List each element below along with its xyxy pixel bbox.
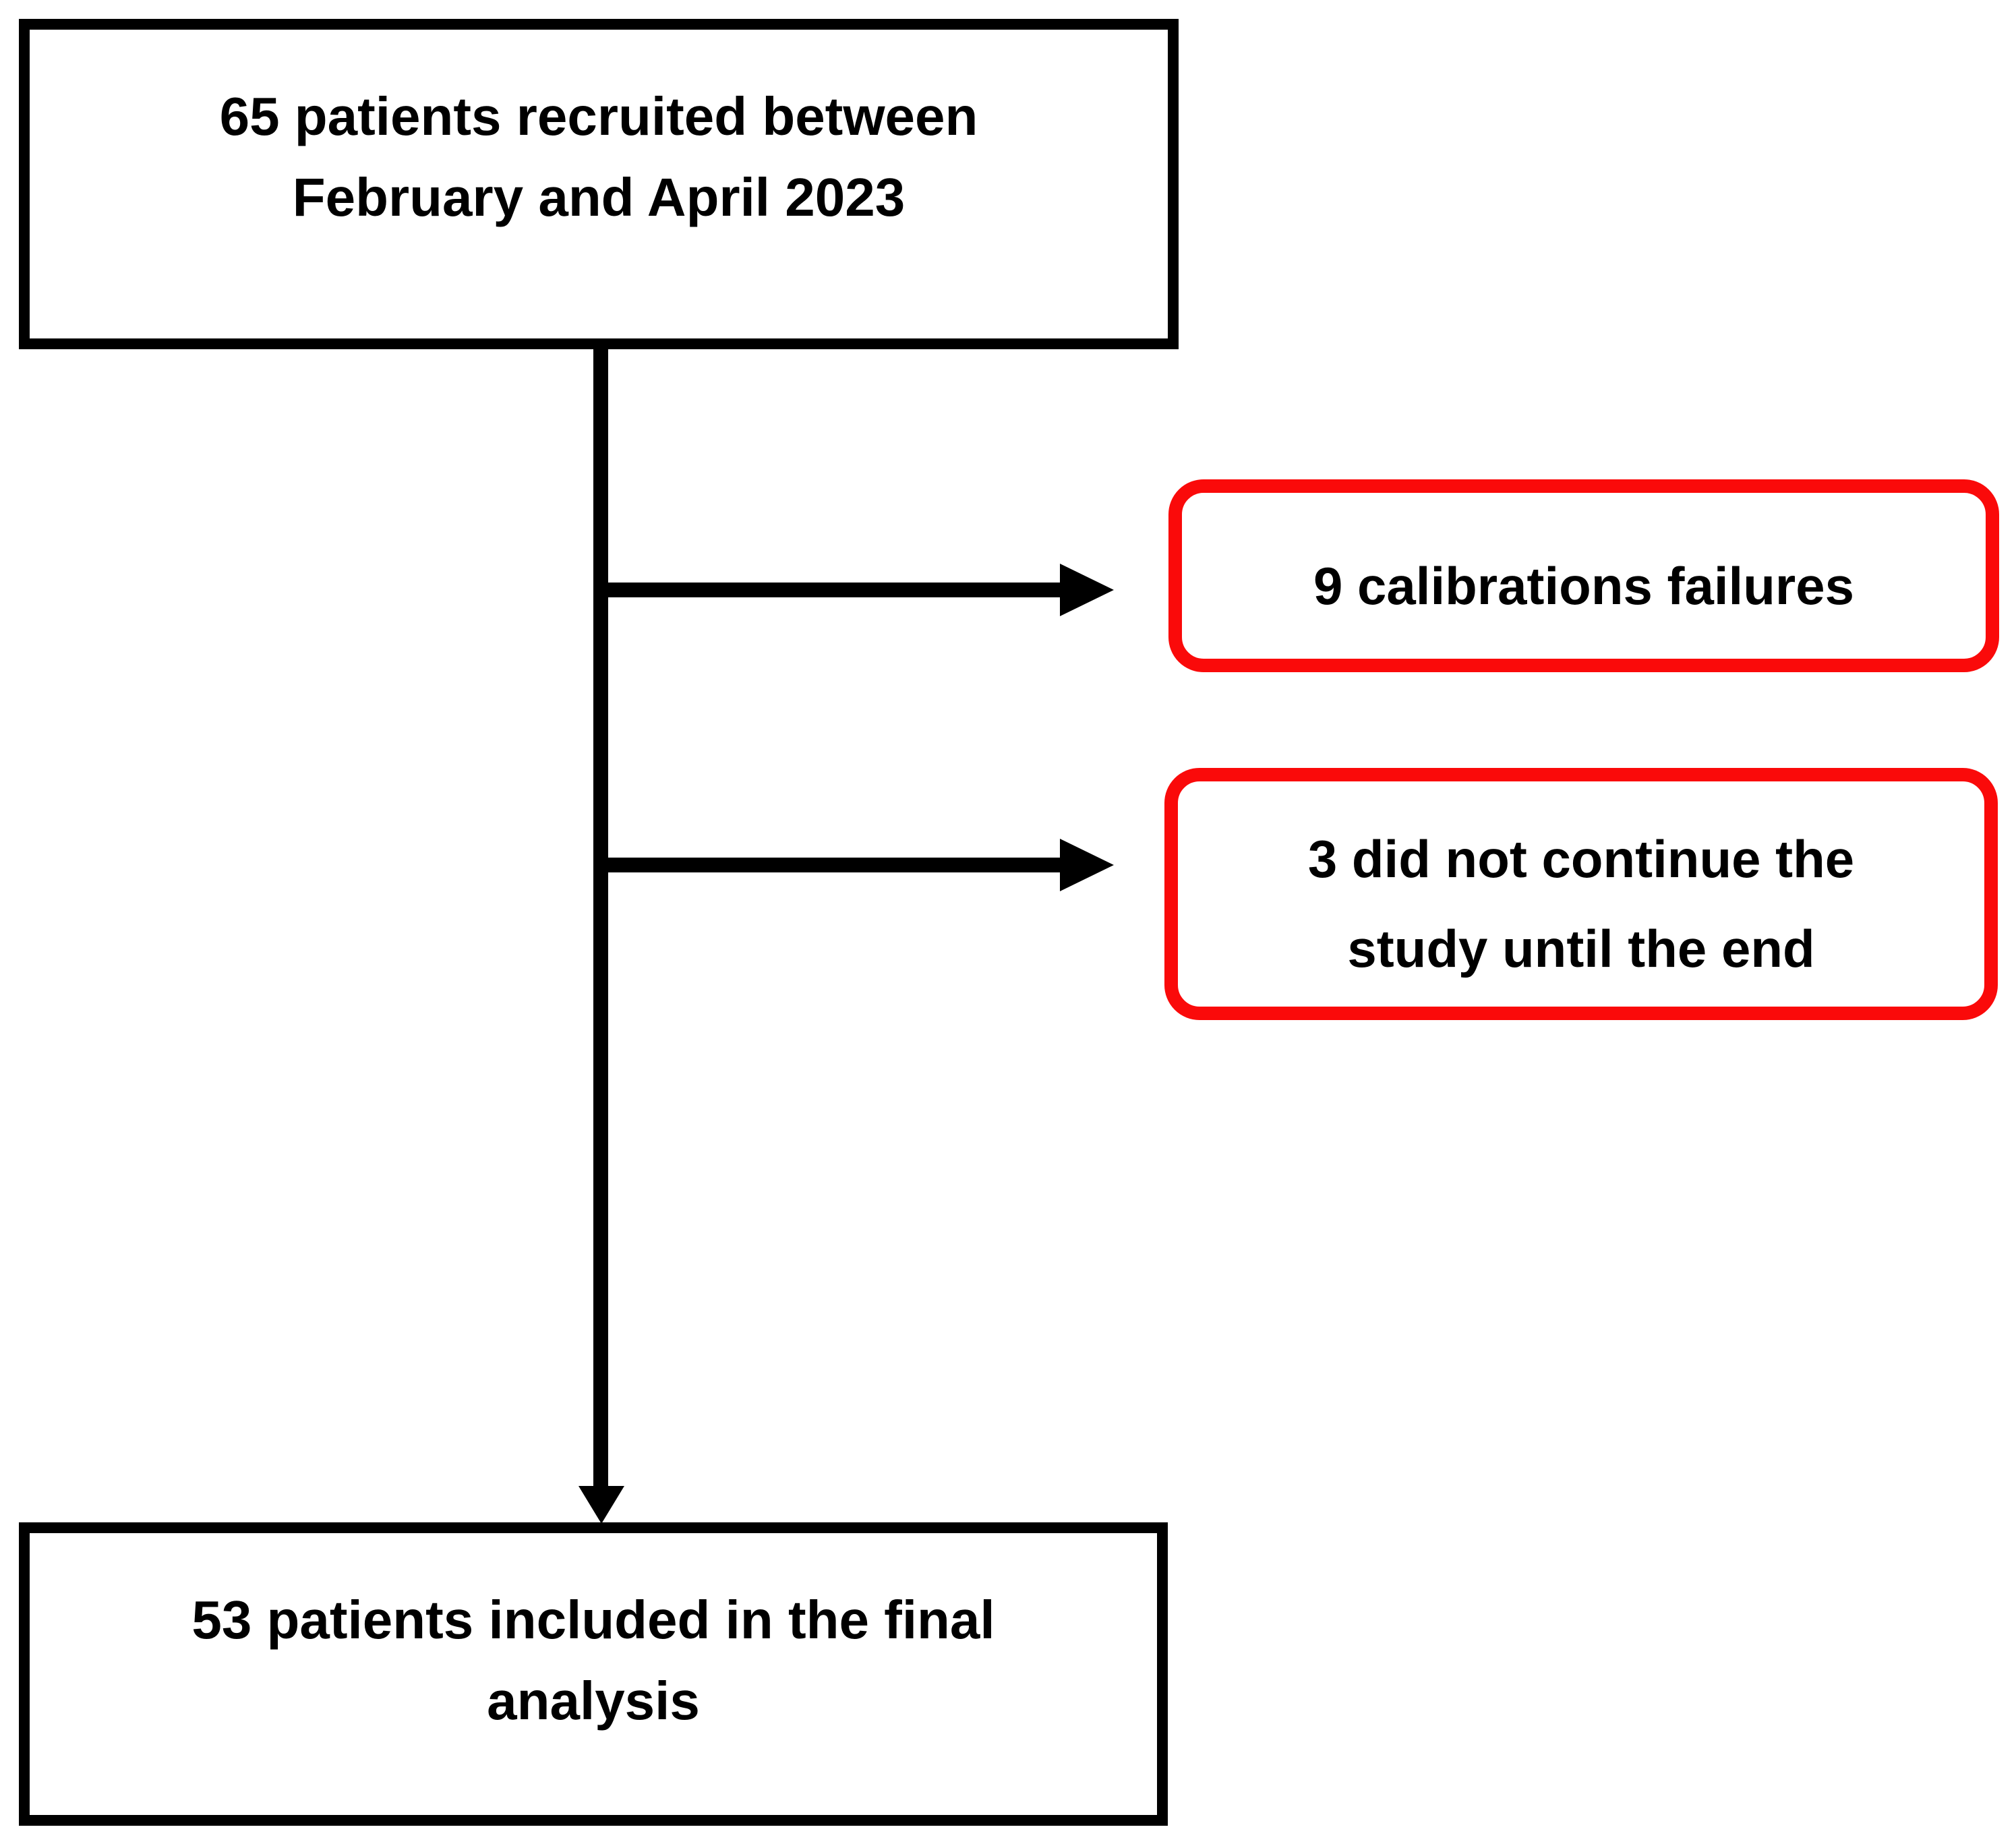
- recruited-text-line-2: February and April 2023: [292, 167, 906, 227]
- discontinued-text-line-2: study until the end: [1347, 919, 1815, 978]
- calibration-failures-text: 9 calibrations failures: [1313, 556, 1854, 616]
- down-arrowhead: [579, 1486, 624, 1524]
- discontinued-box: 3 did not continue the study until the e…: [1164, 768, 1998, 1020]
- branch-arrow-2-line: [593, 858, 1060, 872]
- branch-arrow-1-line: [593, 583, 1060, 597]
- final-analysis-text-line-2: analysis: [487, 1671, 700, 1731]
- main-flow-connector-line: [593, 344, 608, 1489]
- recruited-patients-box: 65 patients recruited between February a…: [19, 19, 1179, 349]
- final-analysis-box: 53 patients included in the final analys…: [19, 1522, 1168, 1826]
- discontinued-text-line-1: 3 did not continue the: [1307, 829, 1855, 889]
- branch-arrow-1-head: [1060, 564, 1114, 616]
- final-analysis-text-line-1: 53 patients included in the final: [191, 1590, 995, 1650]
- calibration-failures-box: 9 calibrations failures: [1168, 479, 1999, 672]
- branch-arrow-2-head: [1060, 839, 1114, 891]
- recruited-text-line-1: 65 patients recruited between: [219, 86, 978, 146]
